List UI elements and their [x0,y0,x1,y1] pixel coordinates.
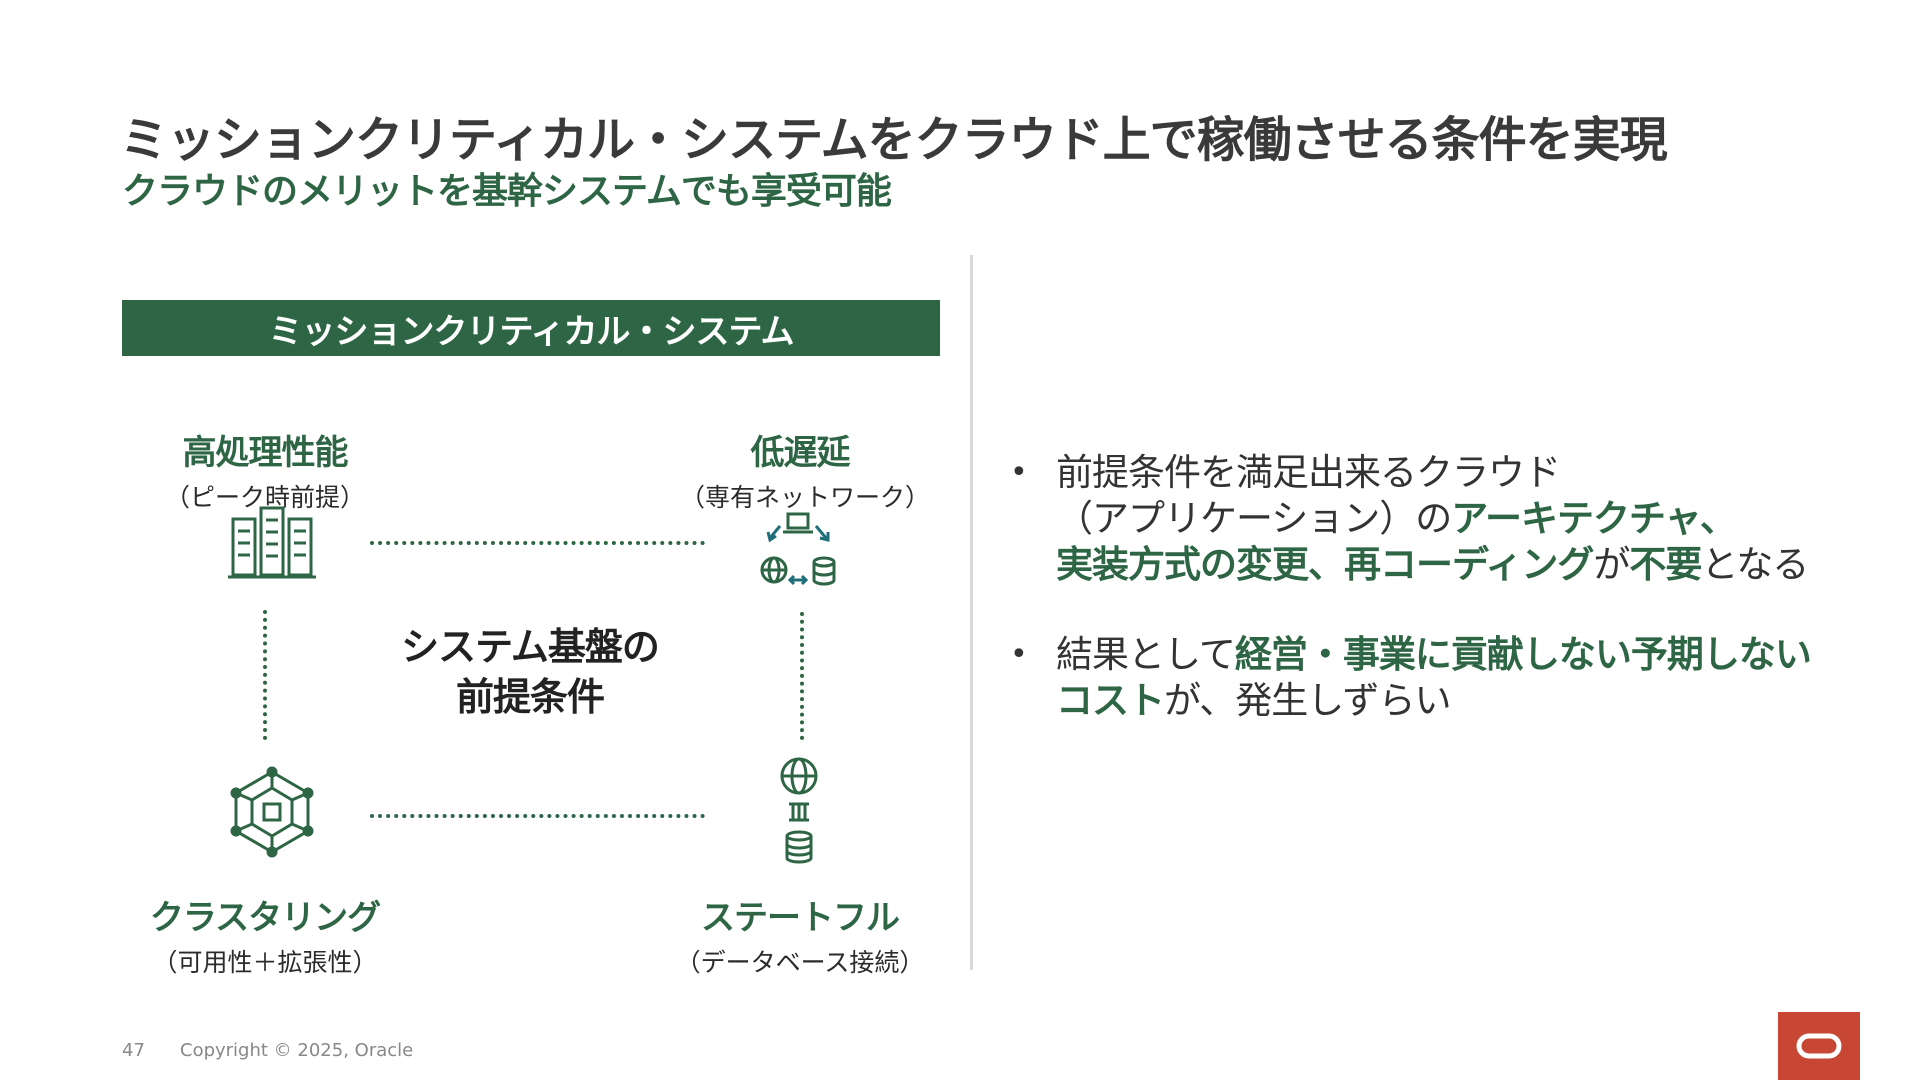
oracle-ring-icon [1796,1033,1842,1059]
label-main: 高処理性能 [182,433,349,473]
label-sub: （可用性＋拡張性） [152,948,378,977]
diagram-banner: ミッションクリティカル・システム [122,300,940,356]
slide-title: ミッションクリティカル・システムをクラウド上で稼働させる条件を実現 [120,112,1668,168]
bullet-text: が、発生しずらい [1164,679,1452,722]
bullet-emphasis: 経営・事業に貢献しない予期しない [1234,633,1812,676]
bullet-text: となる [1701,543,1809,586]
copyright: Copyright © 2025, Oracle [180,1040,414,1061]
label-main: クラスタリング [149,898,381,938]
bullet-item-2: • 結果として経営・事業に貢献しない予期しない コストが、発生しずらい [1010,632,1890,724]
bullet-emphasis: アーキテクチャ、 [1451,497,1737,540]
center-line-2: 前提条件 [455,675,605,719]
vertical-divider [970,255,973,970]
network-cycle-icon [756,510,840,590]
bullet-text: 前提条件を満足出来るクラウド [1056,451,1561,494]
connector-top [370,541,705,545]
connector-right [800,612,804,740]
label-high-performance: 高処理性能 （ピーク時前提） [150,425,380,514]
bullet-emphasis: コスト [1056,679,1165,722]
bullet-dot: • [1010,637,1028,672]
cluster-mesh-icon [226,766,318,862]
server-rack-icon [228,505,318,584]
bullet-text: （アプリケーション）の [1056,497,1452,540]
bullet-list: • 前提条件を満足出来るクラウド （アプリケーション）のアーキテクチャ、 実装方… [1010,450,1890,724]
label-low-latency: 低遅延 （専有ネットワーク） [680,425,931,514]
bullet-text: 結果として [1056,633,1236,676]
center-line-1: システム基盤の [401,625,660,669]
bullet-dot: • [1010,455,1028,490]
diagram-center-label: システム基盤の 前提条件 [380,622,680,722]
label-main: 低遅延 [750,433,851,473]
label-sub: （専有ネットワーク） [680,483,931,512]
connector-bottom [370,814,705,818]
page-number: 47 [122,1040,145,1061]
bullet-text: が [1593,543,1630,586]
label-main: ステートフル [701,898,900,938]
label-sub: （データベース接続） [675,948,925,977]
label-clustering: クラスタリング （可用性＋拡張性） [140,890,390,979]
oracle-logo [1778,1012,1860,1080]
slide-subtitle: クラウドのメリットを基幹システムでも享受可能 [122,171,892,212]
connector-left [263,610,267,740]
bullet-emphasis: 不要 [1629,543,1702,586]
bullet-item-1: • 前提条件を満足出来るクラウド （アプリケーション）のアーキテクチャ、 実装方… [1010,450,1890,588]
label-stateful: ステートフル （データベース接続） [675,890,925,979]
bullet-emphasis: 実装方式の変更、再コーディング [1056,543,1594,586]
globe-database-icon [774,756,824,870]
